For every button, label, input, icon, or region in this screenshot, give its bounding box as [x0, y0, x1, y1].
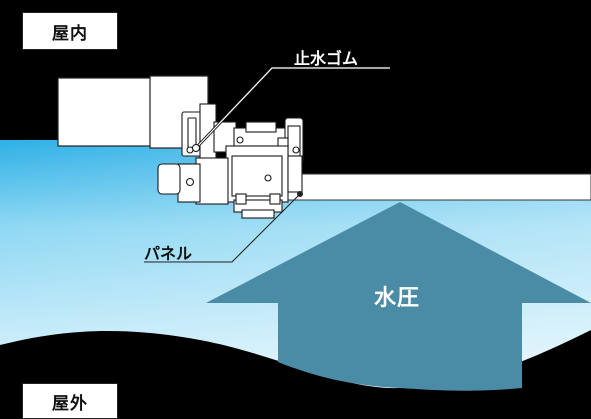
leader-dot-gum: [192, 144, 200, 152]
panel-label: パネル: [144, 244, 193, 263]
leader-line-gum-inner: [195, 67, 390, 149]
leader-line-panel: [144, 193, 301, 263]
panel-bar: [269, 173, 591, 201]
leader-dot-panel: [297, 191, 303, 197]
clamp-assembly: [157, 103, 304, 219]
indoor-label: 屋内: [22, 12, 118, 50]
outdoor-label: 屋外: [22, 383, 118, 419]
water-pressure-label: 水圧: [374, 286, 421, 311]
water-pressure-arrow: [206, 202, 591, 391]
water-stop-rubber-label: 止水ゴム: [294, 49, 359, 68]
